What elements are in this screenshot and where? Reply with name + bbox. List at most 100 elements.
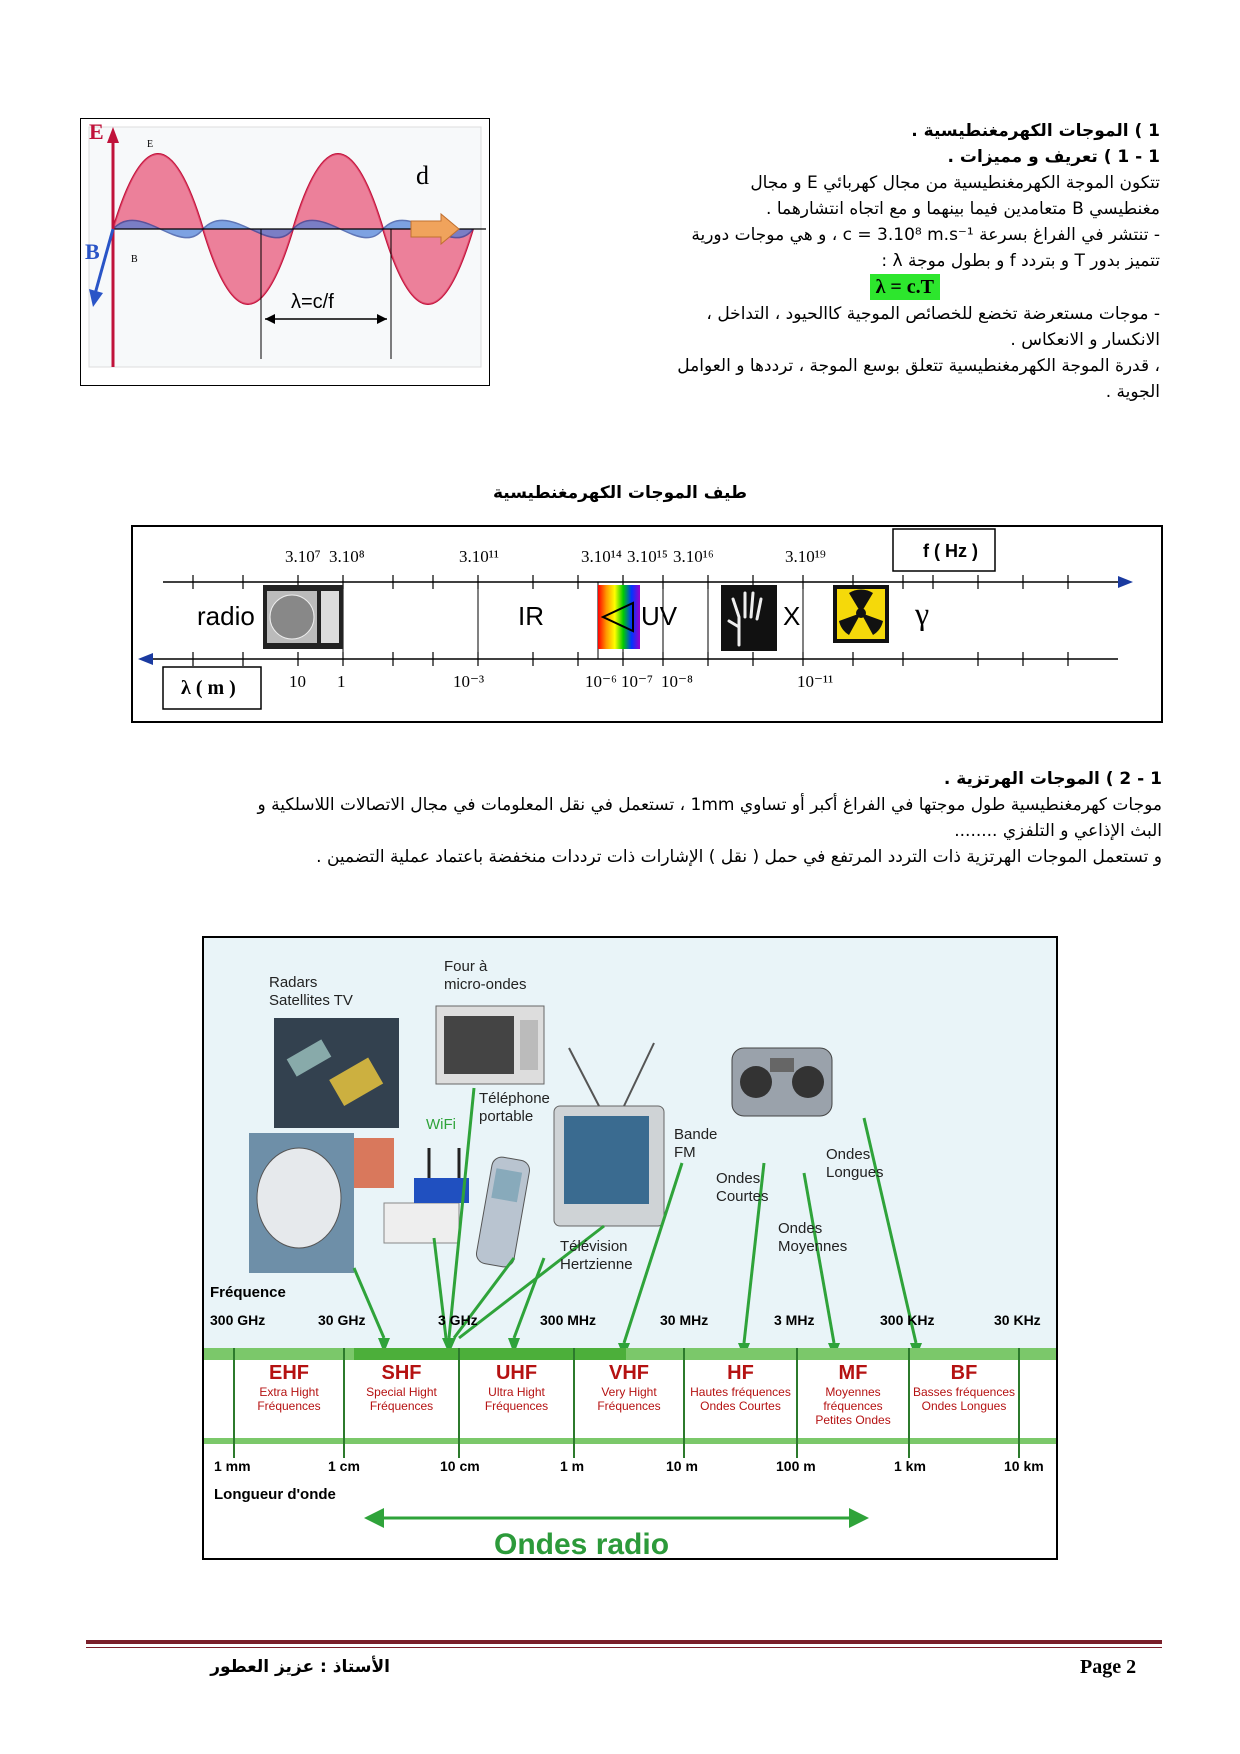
- section1-line-4: تتميز بدور T و بتردد f و بطول موجة λ :: [881, 251, 1160, 271]
- freq-tick-6: 3.10¹⁶: [673, 547, 714, 566]
- band-uhf: UHF Ultra Hight Fréquences: [484, 1362, 549, 1413]
- region-x: X: [783, 601, 801, 631]
- freq-3mhz: 3 MHz: [774, 1312, 815, 1328]
- section1-title: 1 ) الموجات الكهرمغنطيسية .: [911, 121, 1160, 141]
- wl-10m: 10 m: [666, 1458, 698, 1474]
- spectrum-title: طيف الموجات الكهرمغنطيسية: [492, 483, 748, 503]
- freq-title: Fréquence: [210, 1284, 286, 1301]
- freq-300mhz: 300 MHz: [540, 1312, 597, 1328]
- freq-tick-2: 3.10⁸: [329, 547, 365, 566]
- band-hf: HF Hautes fréquences Ondes Courtes: [690, 1362, 791, 1413]
- wl-10cm: 10 cm: [440, 1458, 480, 1474]
- app-wifi: WiFi: [426, 1116, 456, 1133]
- label-lambda-cf: λ=c/f: [291, 291, 334, 313]
- section1-line-6: الانكسار و الانعكاس .: [1010, 330, 1160, 350]
- section1: 1 ) الموجات الكهرمغنطيسية . 1 - 1 ) تعري…: [560, 118, 1160, 405]
- app-ondes-moyennes: Ondes Moyennes: [778, 1220, 848, 1255]
- wl-1mm: 1 mm: [214, 1458, 251, 1474]
- app-radars: Radars Satellites TV: [269, 974, 353, 1009]
- wl-tick-5: 10⁻⁷: [621, 672, 653, 691]
- band-ehf: EHF Extra Hight Fréquences: [257, 1362, 321, 1413]
- spectrum-svg: [138, 528, 1133, 710]
- wl-1km: 1 km: [894, 1458, 926, 1474]
- app-microwave: Four à micro-ondes: [444, 958, 527, 993]
- freq-300khz: 300 KHz: [880, 1312, 935, 1328]
- section1-line-8: الجوية .: [1105, 382, 1160, 402]
- radio-waves-figure: Radars Satellites TV Four à micro-ondes …: [202, 936, 1058, 1561]
- section1-line-2: مغنطيسي B متعامدين فيما بينهما و مع اتجا…: [766, 199, 1160, 219]
- app-ondes-longues: Ondes Longues: [826, 1146, 884, 1181]
- label-B: B: [85, 239, 100, 264]
- wavelength-axis-label: λ ( m ): [181, 677, 236, 699]
- label-e-small: E: [147, 139, 154, 150]
- label-b-small: B: [131, 254, 138, 265]
- radio-picture: [263, 585, 343, 649]
- microwave-picture: [435, 1005, 545, 1085]
- section1-line-1: تتكون الموجة الكهرمغنطيسية من مجال كهربا…: [750, 173, 1160, 193]
- wl-tick-2: 1: [337, 672, 346, 691]
- freq-tick-3: 3.10¹¹: [459, 547, 499, 566]
- app-phone: Téléphone portable: [479, 1090, 550, 1125]
- boombox-picture: [731, 1047, 833, 1117]
- freq-30mhz: 30 MHz: [660, 1312, 709, 1328]
- radio-waves-svg: [204, 938, 1056, 1558]
- section1-line-7: ، قدرة الموجة الكهرمغنطيسية تتعلق بوسع ا…: [677, 356, 1160, 376]
- spectrum-figure: f ( Hz ) λ ( m ) 3.10⁷ 3.10⁸ 3.10¹¹ 3.10…: [131, 525, 1163, 723]
- wl-100m: 100 m: [776, 1458, 816, 1474]
- section1-line-5: - موجات مستعرضة تخضع للخصائص الموجية كاا…: [706, 304, 1160, 324]
- wl-title: Longueur d'onde: [214, 1486, 336, 1503]
- section1-subtitle: 1 - 1 ) تعريف و مميزات .: [947, 147, 1160, 167]
- freq-tick-4: 3.10¹⁴: [581, 547, 622, 566]
- region-gamma: γ: [915, 595, 930, 631]
- section2: 1 - 2 ) الموجات الهرتزية . موجات كهرمغنط…: [80, 766, 1162, 870]
- region-ir: IR: [518, 601, 544, 631]
- band-shf: SHF Special Hight Fréquences: [366, 1362, 437, 1413]
- freq-30khz: 30 KHz: [994, 1312, 1041, 1328]
- xray-hand-picture: [721, 585, 777, 651]
- app-fm: Bande FM: [674, 1126, 718, 1161]
- app-tv: Télévision Hertzienne: [560, 1238, 633, 1273]
- tv-picture: [553, 1042, 665, 1227]
- freq-300ghz: 300 GHz: [210, 1312, 266, 1328]
- footer-rule-thin: [86, 1647, 1162, 1648]
- freq-3ghz: 3 GHz: [438, 1312, 478, 1328]
- wl-1cm: 1 cm: [328, 1458, 360, 1474]
- label-E: E: [89, 119, 104, 144]
- wl-tick-4: 10⁻⁶: [585, 672, 617, 691]
- section2-line-3: و تستعمل الموجات الهرتزية ذات التردد الم…: [316, 847, 1162, 867]
- wl-tick-3: 10⁻³: [453, 672, 485, 691]
- author: الأستاذ : عزيز العطور: [210, 1657, 390, 1677]
- wl-tick-7: 10⁻¹¹: [797, 672, 834, 691]
- section1-line-3: - تنتشر في الفراغ بسرعة c = 3.10⁸ m.s⁻¹ …: [691, 225, 1160, 245]
- region-radio: radio: [197, 601, 255, 631]
- em-wave-svg: [88, 126, 486, 368]
- wl-tick-1: 10: [289, 672, 306, 691]
- app-ondes-courtes: Ondes Courtes: [716, 1170, 769, 1205]
- freq-axis-label: f ( Hz ): [923, 541, 978, 561]
- freq-tick-5: 3.10¹⁵: [627, 547, 668, 566]
- freq-30ghz: 30 GHz: [318, 1312, 366, 1328]
- radioactive-icon: [833, 585, 889, 643]
- section2-line-2: البث الإذاعي و التلفزي ........: [954, 821, 1162, 841]
- band-mf: MF Moyennes fréquences Petites Ondes: [815, 1362, 891, 1427]
- footer-rule: [86, 1640, 1162, 1644]
- wl-tick-6: 10⁻⁸: [661, 672, 693, 691]
- formula-lambda: λ = c.T: [869, 274, 940, 300]
- ondes-radio-label: Ondes radio: [494, 1528, 670, 1561]
- freq-tick-7: 3.10¹⁹: [785, 547, 826, 566]
- label-d: d: [416, 161, 429, 190]
- section2-title: 1 - 2 ) الموجات الهرتزية .: [943, 769, 1162, 789]
- phone-picture: [475, 1156, 531, 1268]
- freq-tick-1: 3.10⁷: [285, 547, 321, 566]
- section2-line-1: موجات كهرمغنطيسية طول موجتها في الفراغ أ…: [257, 795, 1162, 815]
- band-bf: BF Basses fréquences Ondes Longues: [912, 1362, 1016, 1413]
- page-number: Page 2: [1080, 1656, 1137, 1678]
- em-wave-figure: E B E B d λ=c/f: [80, 118, 490, 386]
- wl-10km: 10 km: [1004, 1458, 1044, 1474]
- satellite-picture: [274, 1018, 399, 1128]
- dish-picture: [249, 1133, 394, 1273]
- wl-1m: 1 m: [560, 1458, 585, 1474]
- wifi-router-picture: [383, 1148, 469, 1244]
- region-uv: UV: [641, 601, 678, 631]
- band-vhf: VHF Very Hight Fréquences: [597, 1362, 661, 1413]
